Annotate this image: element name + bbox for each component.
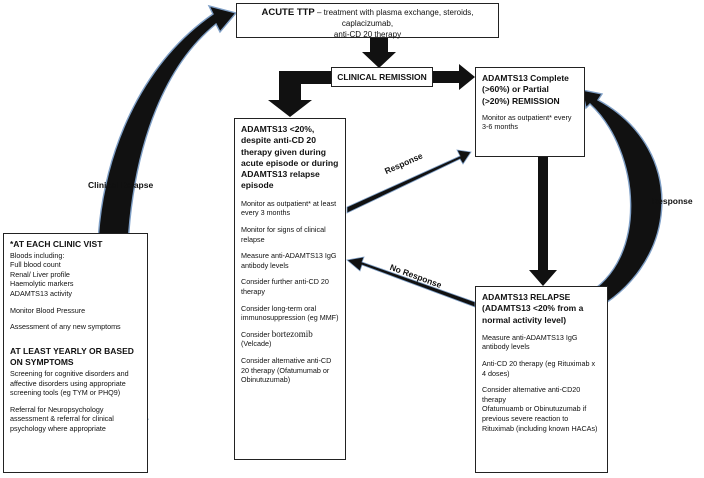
low-item-oral: Consider long-term oral immunosuppressio… bbox=[241, 303, 339, 323]
clinic-yearly-heading: AT LEAST YEARLY OR BASED ON SYMPTOMS bbox=[10, 345, 134, 368]
acute-to-remission-arrow bbox=[362, 37, 396, 68]
clinic-bloods-1: Full blood count bbox=[10, 260, 61, 270]
low-item-monitor: Monitor as outpatient* at least every 3 … bbox=[241, 198, 337, 218]
clinic-bloods-3: Haemolytic markers bbox=[10, 279, 74, 289]
remission-to-complete-arrow bbox=[433, 64, 475, 90]
low-item-alternative: Consider alternative anti-CD 20 therapy … bbox=[241, 355, 332, 385]
low-item-bortezomib: Consider bortezomib bbox=[241, 328, 339, 340]
relapse-heading: ADAMTS13 RELAPSE (ADAMTS13 <20% from a n… bbox=[482, 292, 584, 325]
relapse-item-measure: Measure anti-ADAMTS13 IgG antibody level… bbox=[482, 332, 578, 352]
clinic-bloods-0: Bloods including: bbox=[10, 250, 65, 260]
relapse-box: ADAMTS13 RELAPSE (ADAMTS13 <20% from a n… bbox=[475, 286, 608, 473]
remission-status-text: Monitor as outpatient* every 3-6 months bbox=[482, 112, 572, 132]
acute-heading: ACUTE TTP bbox=[261, 7, 315, 18]
remission-status-heading: ADAMTS13 Complete (>60%) or Partial (>20… bbox=[482, 73, 569, 106]
clinic-symptoms: Assessment of any new symptoms bbox=[10, 322, 121, 332]
acute-text: – treatment with plasma exchange, steroi… bbox=[314, 8, 474, 28]
clinic-heading: *AT EACH CLINIC VIST bbox=[10, 239, 103, 249]
acute-text-2: anti-CD 20 therapy bbox=[333, 30, 402, 39]
relapse-item-anticd20: Anti-CD 20 therapy (eg Rituximab x 4 dos… bbox=[482, 359, 596, 378]
low-adamts13-box: ADAMTS13 <20%, despite anti-CD 20 therap… bbox=[234, 118, 346, 460]
low-item-consider: Consider bbox=[241, 329, 270, 339]
clinic-bloods-2: Renal/ Liver profile bbox=[10, 269, 70, 279]
low-item-further: Consider further anti-CD 20 therapy bbox=[241, 277, 329, 296]
acute-ttp-box: ACUTE TTP – treatment with plasma exchan… bbox=[236, 3, 499, 39]
relapse-item-alternative: Consider alternative anti-CD20 therapy bbox=[482, 385, 581, 404]
low-heading: ADAMTS13 <20%, despite anti-CD 20 therap… bbox=[241, 124, 339, 191]
clinic-visit-box: *AT EACH CLINIC VIST Bloods including: F… bbox=[3, 233, 148, 473]
right-response-arrow bbox=[581, 89, 663, 317]
clinic-screening: Screening for cognitive disorders and af… bbox=[10, 368, 129, 398]
clinic-referral: Referral for Neuropsychology assessment … bbox=[10, 404, 114, 433]
low-item-velcade: (Velcade) bbox=[241, 339, 272, 349]
remission-status-box: ADAMTS13 Complete (>60%) or Partial (>20… bbox=[475, 67, 585, 157]
label-response-right: Response bbox=[652, 196, 693, 206]
clinic-bp: Monitor Blood Pressure bbox=[10, 305, 86, 315]
relapse-item-ofatumumab: Ofatumuamb or Obinutuzumab if previous s… bbox=[482, 404, 598, 433]
label-clinical-relapse: Clinical Relapse bbox=[88, 180, 154, 190]
response-arrow bbox=[346, 149, 472, 214]
clinic-bloods-4: ADAMTS13 activity bbox=[10, 288, 72, 298]
low-item-signs: Monitor for signs of clinical relapse bbox=[241, 224, 326, 244]
remission-to-low-arrow bbox=[268, 71, 331, 117]
low-item-bortezomib-drug: bortezomib bbox=[271, 328, 313, 339]
complete-to-relapse-arrow bbox=[529, 157, 557, 286]
no-response-arrow bbox=[346, 256, 476, 308]
low-item-measure: Measure anti-ADAMTS13 IgG antibody level… bbox=[241, 251, 337, 270]
clinical-remission-label: CLINICAL REMISSION bbox=[337, 72, 427, 82]
clinical-remission-box: CLINICAL REMISSION bbox=[331, 67, 433, 87]
